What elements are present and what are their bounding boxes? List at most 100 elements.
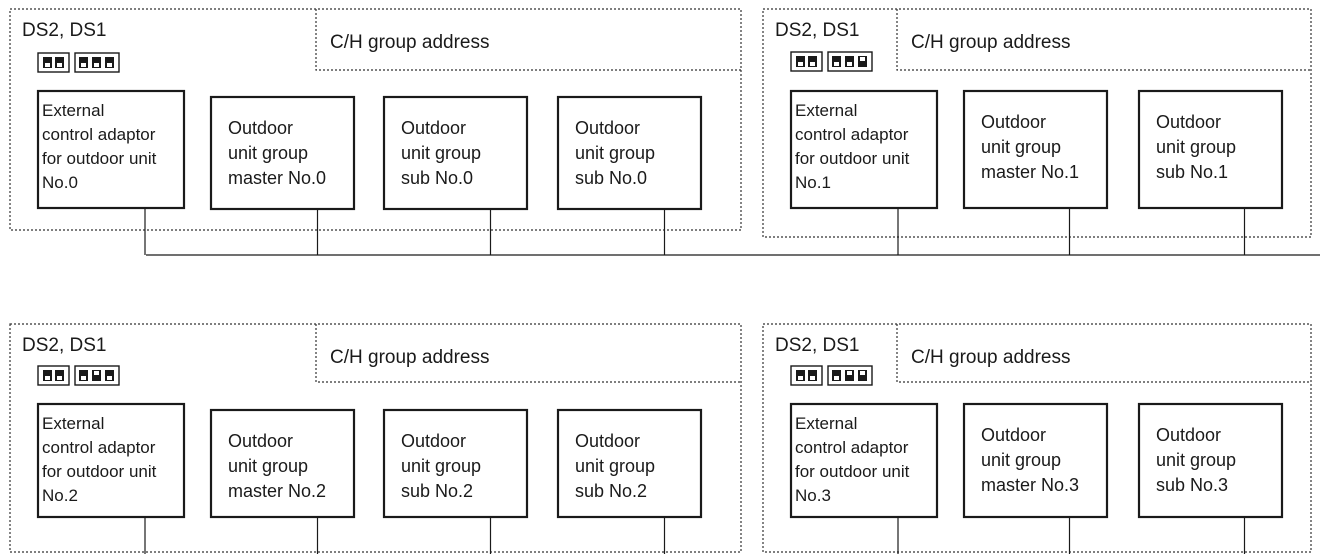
outdoor-unit-box xyxy=(382,95,529,211)
unit-label-line: control adaptor xyxy=(795,125,909,144)
dip-lever xyxy=(45,376,50,380)
outdoor-unit-box xyxy=(382,408,529,519)
outdoor-unit-box xyxy=(556,408,703,519)
unit-label-line: External xyxy=(42,101,104,120)
unit-label-line: control adaptor xyxy=(42,125,156,144)
dip-slot xyxy=(845,370,854,381)
dip-switch-icon xyxy=(790,51,873,72)
dip-lever xyxy=(94,371,99,375)
dip-switch-icon xyxy=(790,365,873,386)
unit-label-line: Outdoor xyxy=(1156,425,1221,445)
dip-slot xyxy=(79,57,88,68)
dip-lever xyxy=(107,376,112,380)
unit-label-line: External xyxy=(795,101,857,120)
unit-label-line: unit group xyxy=(1156,137,1236,157)
dip-lever xyxy=(847,62,852,66)
unit-label-line: Outdoor xyxy=(575,431,640,451)
dip-lever xyxy=(94,63,99,67)
outdoor-unit-box xyxy=(962,89,1109,210)
unit-label-line: master No.1 xyxy=(981,162,1079,182)
address-section-divider xyxy=(896,324,1311,383)
unit-label-line: unit group xyxy=(575,456,655,476)
unit-label-line: No.2 xyxy=(42,486,78,505)
unit-label-line: for outdoor unit xyxy=(795,462,910,481)
dip-lever xyxy=(810,376,815,380)
dip-lever xyxy=(798,376,803,380)
ds-switch-label: DS2, DS1 xyxy=(775,20,859,41)
transmission-line-layer xyxy=(144,208,1320,554)
unit-label-line: control adaptor xyxy=(795,438,909,457)
dip-slot xyxy=(796,56,805,67)
dip-slot xyxy=(55,370,64,381)
group-border xyxy=(9,8,742,231)
unit-label-line: unit group xyxy=(981,450,1061,470)
unit-label-line: Outdoor xyxy=(1156,112,1221,132)
unit-label-line: Outdoor xyxy=(981,112,1046,132)
unit-label-line: Outdoor xyxy=(401,118,466,138)
dip-lever xyxy=(45,63,50,67)
dip-slot xyxy=(858,370,867,381)
unit-label-line: unit group xyxy=(228,143,308,163)
dip-slot xyxy=(808,370,817,381)
outdoor-unit-box xyxy=(556,95,703,211)
unit-label-line: sub No.0 xyxy=(401,168,473,188)
dip-lever xyxy=(81,376,86,380)
dip-slot xyxy=(845,56,854,67)
outdoor-unit-box xyxy=(209,408,356,519)
outdoor-unit-box xyxy=(1137,89,1284,210)
dip-slot xyxy=(92,57,101,68)
unit-label-line: External xyxy=(42,414,104,433)
dip-slot xyxy=(796,370,805,381)
unit-label-line: sub No.1 xyxy=(1156,162,1228,182)
unit-label-line: unit group xyxy=(981,137,1061,157)
outdoor-unit-box xyxy=(209,95,356,211)
dip-lever xyxy=(107,63,112,67)
external-control-adaptor-box xyxy=(789,89,939,210)
unit-label-line: unit group xyxy=(575,143,655,163)
unit-label-line: for outdoor unit xyxy=(795,149,910,168)
unit-label-line: for outdoor unit xyxy=(42,462,157,481)
external-control-adaptor-box xyxy=(36,89,186,210)
ds-switch-label: DS2, DS1 xyxy=(22,335,106,356)
dip-switch-icon xyxy=(37,365,120,386)
dip-switch-icon xyxy=(37,52,120,73)
address-section-divider xyxy=(896,9,1311,71)
ch-group-address-label: C/H group address xyxy=(330,32,489,53)
unit-label-line: sub No.2 xyxy=(575,481,647,501)
external-control-adaptor-box xyxy=(36,402,186,519)
unit-label-line: master No.2 xyxy=(228,481,326,501)
ch-group-address-label: C/H group address xyxy=(330,347,489,368)
dip-lever xyxy=(834,62,839,66)
outdoor-unit-box xyxy=(962,402,1109,519)
dip-slot xyxy=(808,56,817,67)
dip-slot xyxy=(832,370,841,381)
dip-lever xyxy=(57,376,62,380)
group-border xyxy=(9,323,742,553)
unit-label-line: unit group xyxy=(401,456,481,476)
dip-slot xyxy=(858,56,867,67)
group-border xyxy=(762,8,1312,238)
dip-lever xyxy=(847,371,852,375)
unit-label-line: unit group xyxy=(228,456,308,476)
ds-switch-label: DS2, DS1 xyxy=(22,20,106,41)
ch-group-address-label: C/H group address xyxy=(911,32,1070,53)
dip-slot xyxy=(105,57,114,68)
dip-slot xyxy=(79,370,88,381)
unit-label-line: control adaptor xyxy=(42,438,156,457)
dip-slot xyxy=(55,57,64,68)
dip-lever xyxy=(798,62,803,66)
unit-label-line: for outdoor unit xyxy=(42,149,157,168)
address-section-divider xyxy=(315,324,741,383)
unit-label-line: master No.0 xyxy=(228,168,326,188)
unit-label-line: master No.3 xyxy=(981,475,1079,495)
unit-label-line: No.0 xyxy=(42,173,78,192)
unit-label-line: Outdoor xyxy=(228,431,293,451)
unit-label-line: unit group xyxy=(401,143,481,163)
dip-lever xyxy=(834,376,839,380)
ds-switch-label: DS2, DS1 xyxy=(775,335,859,356)
address-section-divider xyxy=(315,9,741,71)
